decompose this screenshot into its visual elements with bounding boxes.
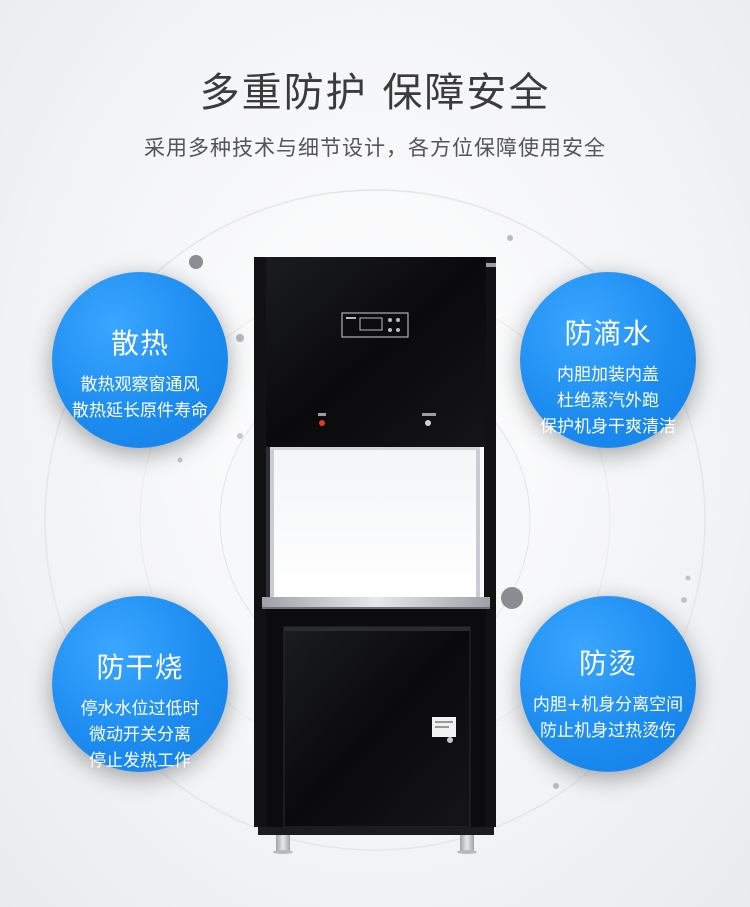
feature-line: 微动开关分离 bbox=[89, 725, 191, 745]
deco-dot bbox=[177, 457, 183, 463]
deco-dot bbox=[236, 334, 244, 342]
feature-line: 杜绝蒸汽外跑 bbox=[557, 391, 659, 411]
feature-line: 散热观察窗通风 bbox=[80, 375, 200, 395]
deco-dot bbox=[553, 783, 559, 789]
feature-title: 散热 bbox=[110, 327, 169, 360]
feature-line: 停水水位过低时 bbox=[80, 699, 200, 719]
feature-title: 防滴水 bbox=[564, 317, 652, 350]
control-panel-icon bbox=[341, 312, 409, 338]
deco-dot bbox=[681, 597, 687, 603]
page-title: 多重防护 保障安全 bbox=[199, 70, 551, 116]
feature-heat-dissipation: 散热 散热观察窗通风 散热延长原件寿命 bbox=[52, 272, 228, 448]
feature-title: 防干烧 bbox=[96, 651, 184, 684]
feature-line: 散热延长原件寿命 bbox=[72, 401, 208, 421]
feature-anti-drip: 防滴水 内胆加装内盖 杜绝蒸汽外跑 保护机身干爽清洁 bbox=[520, 272, 696, 448]
deco-dot bbox=[189, 255, 203, 269]
deco-dot bbox=[501, 587, 523, 609]
deco-dot bbox=[507, 235, 513, 241]
feature-line: 内胆+机身分离空间 bbox=[532, 695, 684, 715]
feature-anti-dry-burn: 防干烧 停水水位过低时 微动开关分离 停止发热工作 bbox=[52, 596, 228, 772]
feature-line: 保护机身干爽清洁 bbox=[540, 417, 676, 437]
feature-title: 防烫 bbox=[578, 647, 637, 680]
feature-line: 内胆加装内盖 bbox=[557, 365, 659, 385]
page-subtitle: 采用多种技术与细节设计，各方位保障使用安全 bbox=[144, 136, 606, 160]
deco-dot bbox=[685, 575, 691, 581]
water-dispenser-icon bbox=[254, 257, 496, 854]
feature-anti-scald: 防烫 内胆+机身分离空间 防止机身过热烫伤 bbox=[520, 596, 696, 772]
feature-line: 停止发热工作 bbox=[89, 751, 191, 771]
feature-line: 防止机身过热烫伤 bbox=[540, 721, 676, 741]
deco-dot bbox=[237, 433, 243, 439]
